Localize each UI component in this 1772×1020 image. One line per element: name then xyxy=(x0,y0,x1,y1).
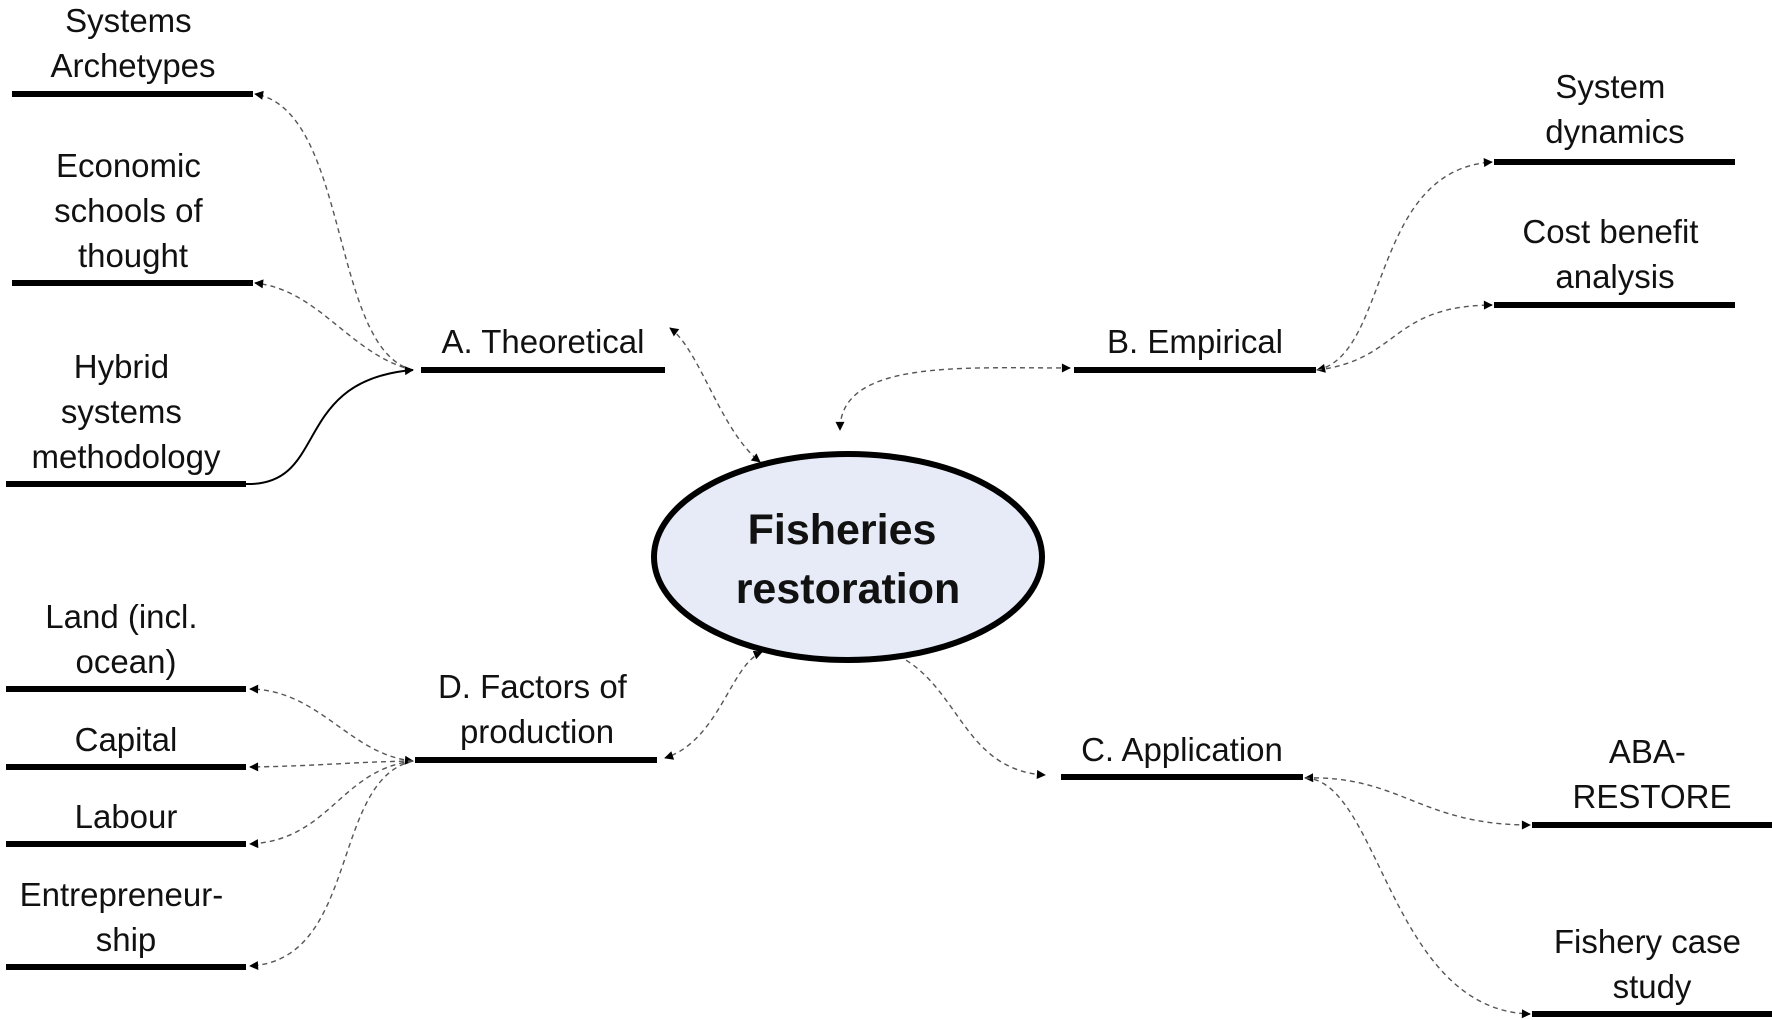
connector-factors-land xyxy=(249,684,414,765)
leaf-fishery-case-study-label: Fishery case study xyxy=(1554,923,1750,1005)
leaf-system-dynamics: System dynamics xyxy=(1494,68,1735,165)
leaf-hybrid-systems-label: Hybrid systems methodology xyxy=(32,348,221,475)
leaf-economic-schools: Economic schools of thought xyxy=(12,147,253,286)
branch-application: C. Application xyxy=(1061,731,1303,780)
branch-factors-label: D. Factors of production xyxy=(438,668,636,750)
connector-factors-entrepreneurship xyxy=(249,760,414,971)
leaf-cost-benefit-label: Cost benefit analysis xyxy=(1522,213,1707,295)
connector-center-factors xyxy=(664,650,763,760)
connector-empirical-cost-benefit xyxy=(1316,300,1493,371)
center-title: Fisheries restoration xyxy=(736,506,961,613)
connector-application-aba-restore xyxy=(1304,773,1531,830)
connector-theoretical-hybrid-systems xyxy=(245,366,414,486)
center-ellipse xyxy=(651,451,1045,663)
connector-factors-labour xyxy=(249,760,414,849)
leaf-capital-label: Capital xyxy=(75,721,178,758)
connector-factors-capital xyxy=(249,760,414,772)
branch-theoretical-label: A. Theoretical xyxy=(442,323,645,360)
connector-center-application xyxy=(889,650,1046,780)
connector-center-theoretical xyxy=(669,327,761,463)
center-node: Fisheries restoration xyxy=(651,451,1045,663)
leaf-land-label: Land (incl. ocean) xyxy=(45,598,206,680)
leaf-systems-archetypes-label: Systems Archetypes xyxy=(50,2,215,84)
leaf-entrepreneurship: Entrepreneur- ship xyxy=(6,876,246,970)
leaf-land: Land (incl. ocean) xyxy=(6,598,246,692)
branch-factors: D. Factors of production xyxy=(415,668,657,763)
branch-empirical: B. Empirical xyxy=(1074,323,1316,373)
connector-theoretical-economic-schools xyxy=(254,279,414,371)
branch-theoretical: A. Theoretical xyxy=(421,323,665,373)
leaf-labour-label: Labour xyxy=(75,798,178,835)
leaf-fishery-case-study: Fishery case study xyxy=(1532,923,1772,1017)
leaf-aba-restore: ABA- RESTORE xyxy=(1532,733,1772,828)
leaf-system-dynamics-label: System dynamics xyxy=(1545,68,1684,150)
leaf-aba-restore-label: ABA- RESTORE xyxy=(1573,733,1732,815)
branch-application-label: C. Application xyxy=(1081,731,1283,768)
connector-theoretical-systems-archetypes xyxy=(254,90,414,371)
leaf-economic-schools-label: Economic schools of thought xyxy=(54,147,212,274)
branch-empirical-label: B. Empirical xyxy=(1107,323,1283,360)
leaf-entrepreneurship-label: Entrepreneur- ship xyxy=(20,876,233,958)
leaf-hybrid-systems: Hybrid systems methodology xyxy=(6,348,246,487)
leaf-cost-benefit: Cost benefit analysis xyxy=(1494,213,1735,308)
connector-center-empirical xyxy=(835,363,1071,431)
connectors xyxy=(245,90,1531,1019)
leaf-systems-archetypes: Systems Archetypes xyxy=(12,2,253,97)
connector-application-fishery-case xyxy=(1304,777,1531,1019)
leaf-capital: Capital xyxy=(6,721,246,770)
connector-empirical-system-dynamics xyxy=(1316,158,1493,373)
leaf-labour: Labour xyxy=(6,798,246,847)
